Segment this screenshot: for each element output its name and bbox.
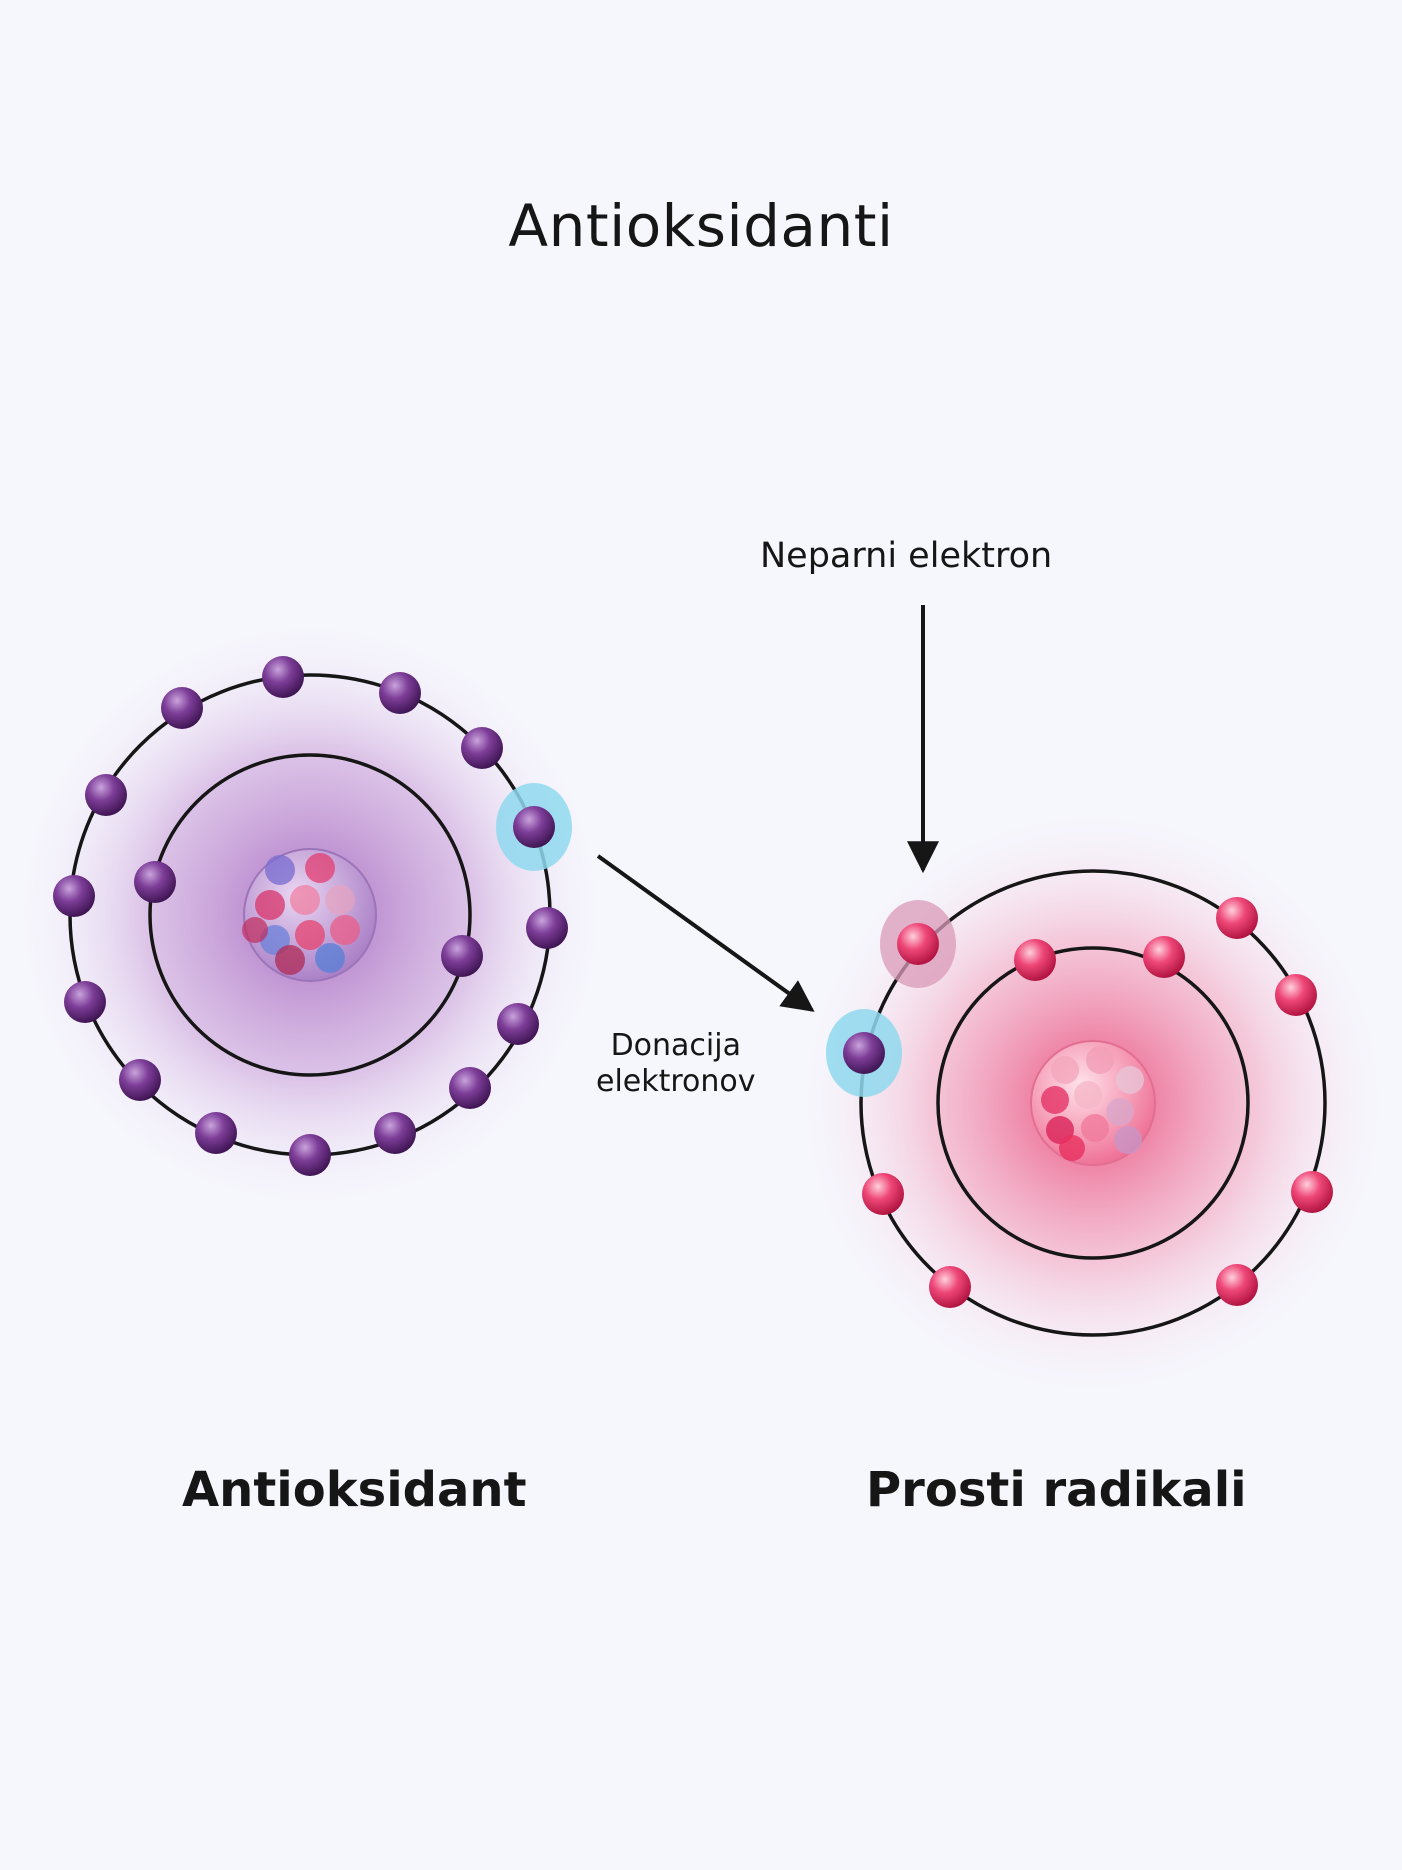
free-radical-outer-orbit <box>859 869 1327 1337</box>
free-radicals-caption: Prosti radikali <box>866 1462 1247 1518</box>
unpaired-electron-label: Neparni elektron <box>760 536 1053 576</box>
electron-donation-line1: Donacija <box>610 1028 741 1063</box>
antioxidant-nucleus <box>242 848 377 982</box>
antioxidant-inner-orbit <box>148 753 472 1077</box>
electron-donation-label: Donacija elektronov <box>596 1028 756 1100</box>
free-radical-nucleus <box>1030 1040 1156 1166</box>
electron-donation-line2: elektronov <box>596 1064 756 1099</box>
free-radical-inner-orbit <box>936 946 1250 1260</box>
antioxidant-caption: Antioksidant <box>182 1462 527 1518</box>
free-radical-atom <box>793 803 1393 1403</box>
free-radical-electrons <box>826 897 1333 1308</box>
donation-arrow <box>596 854 815 1012</box>
antioxidant-electrons <box>53 656 572 1176</box>
antioxidant-atom <box>10 615 610 1215</box>
page-title: Antioksidanti <box>508 192 894 260</box>
